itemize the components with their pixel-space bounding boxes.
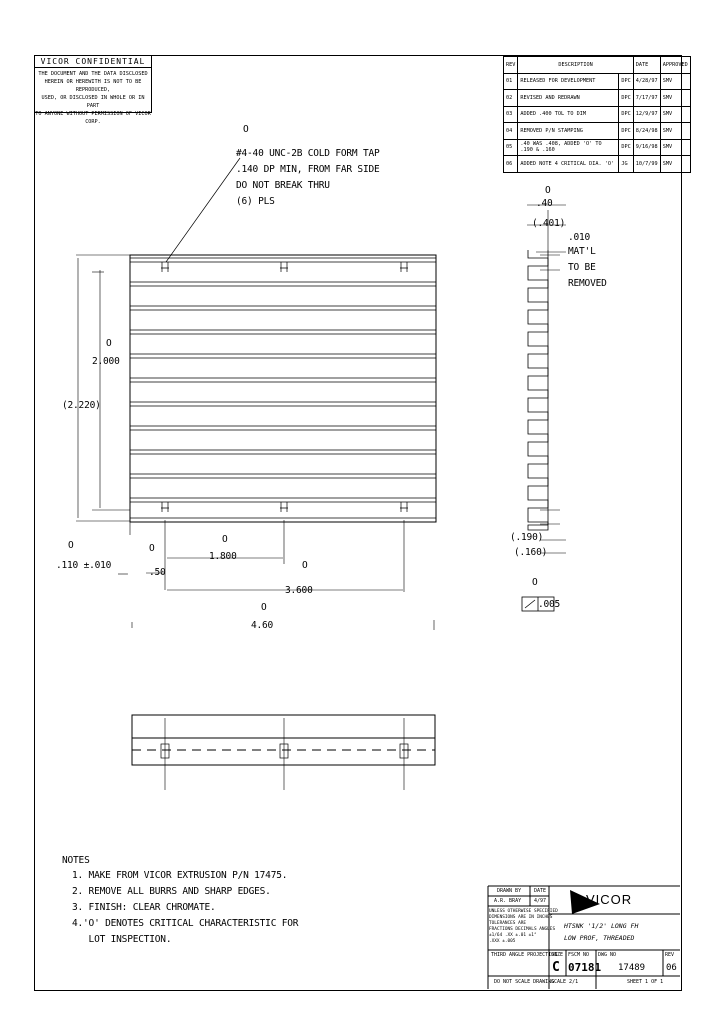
callout-line: DO NOT BREAK THRU (236, 180, 330, 191)
edge-sym: O (68, 540, 74, 551)
height-ref: (2.220) (62, 400, 101, 411)
fscm-value: 07181 (568, 961, 602, 974)
part-title: HTSNK '1/2' LONG FH (564, 922, 639, 930)
side-sym: O (545, 185, 551, 196)
company-logo: VICOR (586, 892, 633, 907)
sheet-label: SHEET 1 OF 1 (627, 979, 664, 985)
drawn-label: DRAWN BY (497, 888, 522, 894)
heatsink-side-profile (527, 250, 560, 531)
note-item: LOT INSPECTION. (72, 934, 172, 945)
part-title: LOW PROF, THREADED (564, 934, 635, 942)
size-label: SIZE (551, 952, 564, 958)
date-value: 4/97 (534, 898, 547, 904)
matl-line: REMOVED (568, 278, 607, 289)
drawing-frame (34, 55, 682, 991)
pitch2-dim: 3.600 (285, 585, 313, 596)
date-label: DATE (534, 888, 547, 894)
matl-line: TO BE (568, 262, 596, 273)
spacing-sym: O (149, 543, 155, 554)
confidential-box: VICOR CONFIDENTIAL THE DOCUMENT AND THE … (34, 55, 152, 125)
flatness-tol: .005 (538, 599, 561, 610)
confidential-line: HEREIN OR HEREWITH IS NOT TO BE REPRODUC… (44, 79, 142, 93)
scale-label: SCALE 2/1 (551, 979, 579, 985)
fscm-label: FSCM NO (568, 952, 590, 958)
heatsink-bottom-view (131, 714, 436, 766)
projection-label: THIRD ANGLE PROJECTION (491, 952, 558, 958)
matl-line: MAT'L (568, 246, 596, 257)
note-item: 3. FINISH: CLEAR CHROMATE. (72, 902, 216, 913)
side-ref: (.401) (532, 218, 566, 229)
callout-line: .140 DP MIN, FROM FAR SIDE (236, 164, 380, 175)
callout-symbol: O (243, 124, 249, 135)
spacing-dim: .50 (149, 567, 166, 578)
rev-value: 06 (666, 963, 677, 973)
size-value: C (552, 960, 560, 975)
note-item: 4.'O' DENOTES CRITICAL CHARACTERISTIC FO… (72, 918, 299, 929)
height-dim: 2.000 (92, 356, 120, 367)
confidential-line: THE DOCUMENT AND THE DATA DISCLOSED (38, 71, 148, 77)
side-dim: .40 (536, 198, 553, 209)
pitch1-sym: O (222, 534, 228, 545)
revision-row: 05.40 WAS .408, ADDED 'O' TO .190 & .160… (502, 138, 691, 156)
confidential-header: VICOR CONFIDENTIAL (35, 56, 151, 68)
dwg-value: 17489 (618, 963, 646, 973)
confidential-line: TO ANYONE WITHOUT PERMISSION OF VICOR CO… (35, 111, 151, 125)
heatsink-front-view (129, 254, 437, 523)
matl-line: .010 (568, 232, 591, 243)
note-item: 2. REMOVE ALL BURRS AND SHARP EDGES. (72, 886, 271, 897)
callout-line: (6) PLS (236, 196, 275, 207)
drawn-value: A.R. BRAY (494, 898, 522, 904)
width-sym: O (261, 602, 267, 613)
pitch2-sym: O (302, 560, 308, 571)
rev-label: REV (665, 952, 675, 958)
height-sym: O (106, 338, 112, 349)
notes-title: NOTES (62, 855, 90, 866)
callout-line: #4-40 UNC-2B COLD FORM TAP (236, 148, 380, 159)
confidential-line: USED, OR DISCLOSED IN WHOLE OR IN PART (41, 95, 145, 109)
side-bottom-ref: (.190) (510, 532, 544, 543)
side-bottom-ref: (.160) (514, 547, 548, 558)
side-bottom-sym: O (532, 577, 538, 588)
noscale-label: DO NOT SCALE DRAWING (494, 979, 555, 985)
dwg-label: DWG NO (598, 952, 617, 958)
edge-dim: .110 ±.010 (56, 560, 112, 571)
note-item: 1. MAKE FROM VICOR EXTRUSION P/N 17475. (72, 870, 288, 881)
width-dim: 4.60 (251, 620, 274, 631)
pitch1-dim: 1.800 (209, 551, 237, 562)
